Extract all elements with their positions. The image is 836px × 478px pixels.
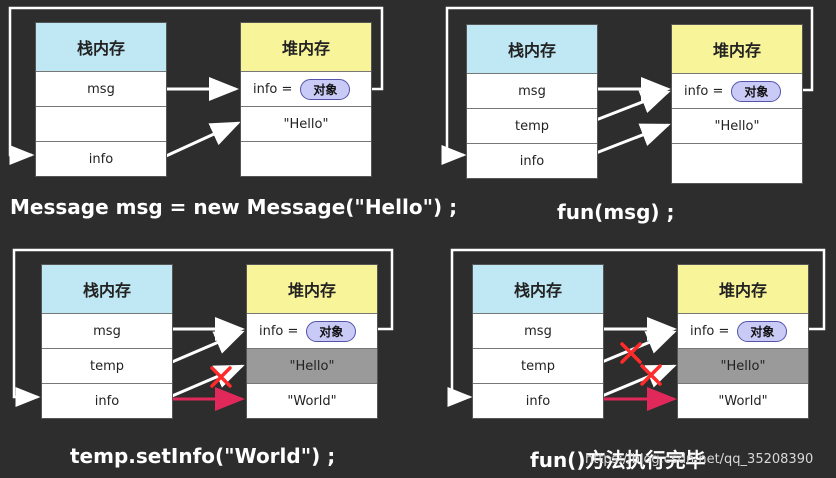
stack-var-info: info	[467, 143, 597, 178]
heap-info-field: info = 对象	[672, 73, 802, 108]
info-eq-label: info =	[690, 323, 730, 339]
stack-var-temp: temp	[467, 108, 597, 143]
stack-memory-2: 栈内存 msg temp info	[466, 24, 598, 179]
heap-title: 堆内存	[678, 265, 808, 313]
heap-string-hello-unreferenced: "Hello"	[678, 348, 808, 383]
stack-var-msg: msg	[467, 73, 597, 108]
temp-ref-arrow-3	[171, 330, 245, 364]
stack-memory-4: 栈内存 msg temp info	[472, 264, 604, 419]
stack-var-temp: temp	[42, 348, 172, 383]
info-old-ref-arrow-4	[601, 364, 677, 398]
info-eq-label: info =	[259, 323, 299, 339]
heap-string-world: "World"	[247, 383, 377, 418]
heap-title: 堆内存	[241, 23, 371, 71]
heap-empty-slot	[672, 143, 802, 183]
stack-title: 栈内存	[42, 265, 172, 313]
stack-title: 栈内存	[473, 265, 603, 313]
stack-title: 栈内存	[36, 23, 166, 71]
temp-ref-arrow-4	[601, 330, 677, 364]
heap-string-hello: "Hello"	[672, 108, 802, 143]
stack-empty-slot	[36, 106, 166, 141]
heap-title: 堆内存	[672, 25, 802, 73]
stack-memory-1: 栈内存 msg info	[35, 22, 167, 177]
stack-var-info: info	[42, 383, 172, 418]
heap-memory-1: 堆内存 info = 对象 "Hello"	[240, 22, 372, 177]
heap-info-field: info = 对象	[247, 313, 377, 348]
stack-var-msg: msg	[36, 71, 166, 106]
heap-info-field: info = 对象	[241, 71, 371, 106]
stack-var-info: info	[473, 383, 603, 418]
caption-step-1: Message msg = new Message("Hello") ;	[10, 195, 458, 219]
source-watermark: https://blog.csdn.net/qq_35208390	[585, 452, 814, 467]
stack-title: 栈内存	[467, 25, 597, 73]
heap-memory-2: 堆内存 info = 对象 "Hello"	[671, 24, 803, 184]
caption-step-4: fun()方法执行完毕	[530, 448, 706, 472]
heap-memory-3: 堆内存 info = 对象 "Hello" "World"	[246, 264, 378, 419]
info-ref-arrow-1	[165, 121, 241, 158]
heap-string-hello-unreferenced: "Hello"	[247, 348, 377, 383]
heap-empty-slot	[241, 141, 371, 176]
object-pill: 对象	[306, 320, 357, 342]
object-pill: 对象	[731, 80, 782, 102]
heap-title: 堆内存	[247, 265, 377, 313]
stack-memory-3: 栈内存 msg temp info	[41, 264, 173, 419]
stack-var-msg: msg	[473, 313, 603, 348]
heap-string-hello: "Hello"	[241, 106, 371, 141]
heap-info-field: info = 对象	[678, 313, 808, 348]
object-pill: 对象	[300, 78, 351, 100]
heap-string-world: "World"	[678, 383, 808, 418]
info-ref-arrow-2	[595, 123, 671, 155]
info-eq-label: info =	[253, 81, 293, 97]
info-old-ref-arrow-3	[171, 364, 245, 398]
stack-var-info: info	[36, 141, 166, 176]
object-pill: 对象	[737, 320, 788, 342]
caption-step-3: temp.setInfo("World") ;	[70, 444, 336, 468]
stack-var-msg: msg	[42, 313, 172, 348]
broken-ref-cross-3	[210, 366, 232, 388]
info-eq-label: info =	[684, 83, 724, 99]
stack-var-temp: temp	[473, 348, 603, 383]
heap-memory-4: 堆内存 info = 对象 "Hello" "World"	[677, 264, 809, 419]
caption-step-2: fun(msg) ;	[557, 200, 675, 224]
temp-ref-arrow-2	[595, 90, 671, 122]
